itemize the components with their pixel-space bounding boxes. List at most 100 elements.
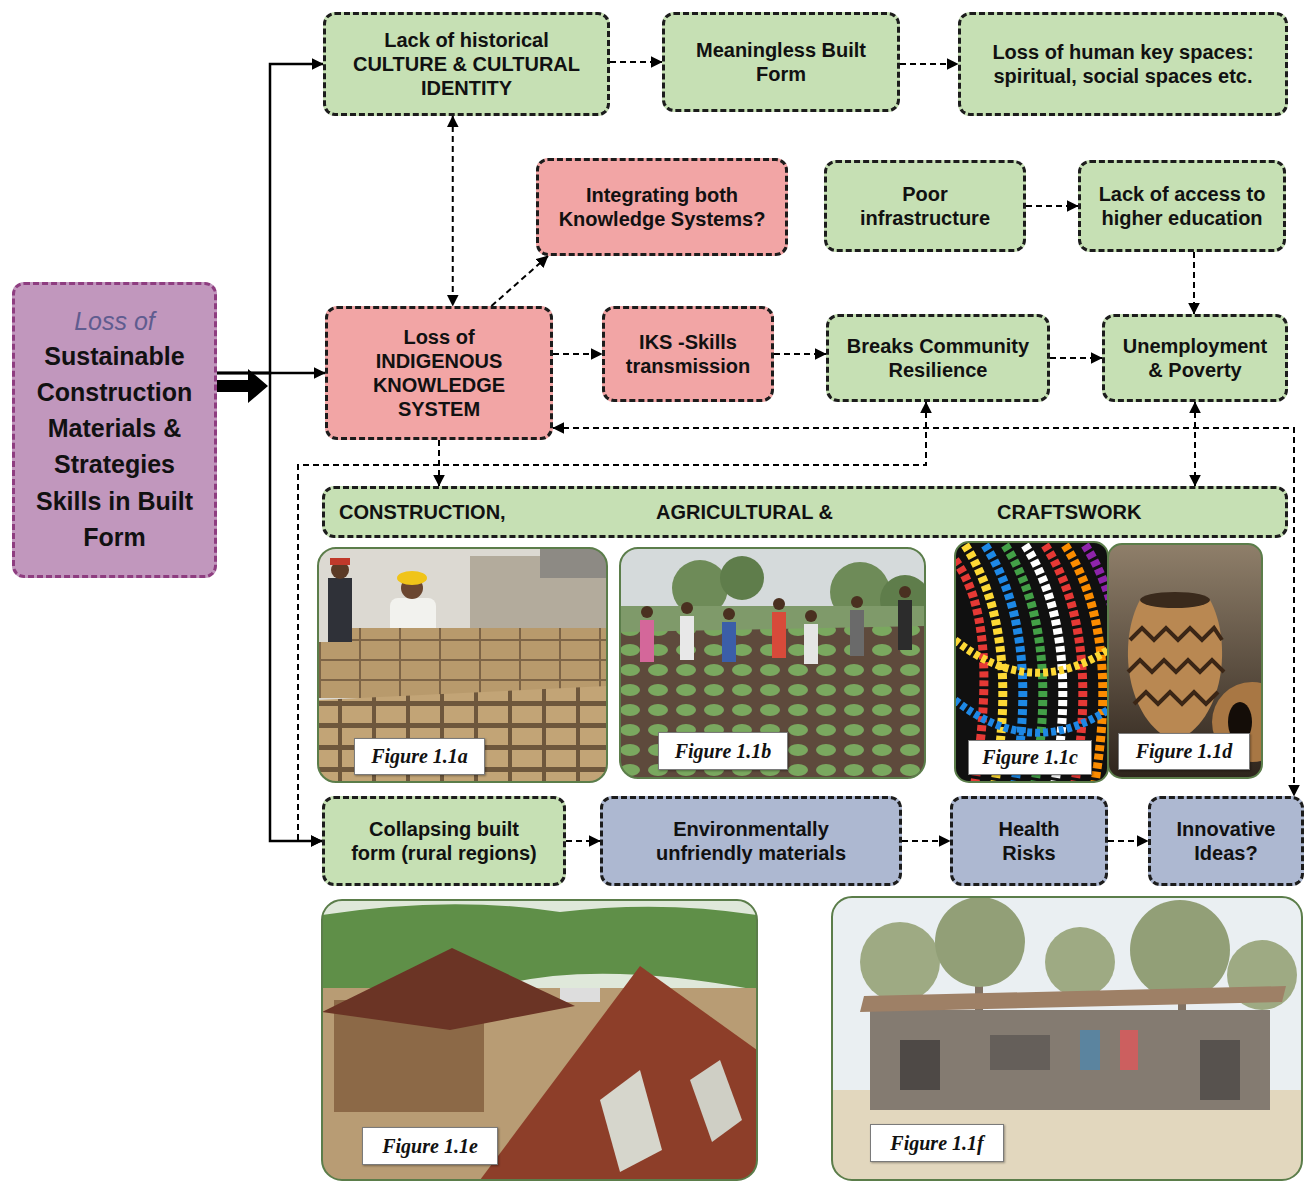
connector-arrow: [553, 428, 1294, 796]
field-photo-part: [641, 606, 653, 618]
node-label: AGRICULTURAL &: [656, 500, 833, 524]
node-label: IKS -Skills transmission: [619, 330, 757, 378]
mud-brick-photo-part: [540, 548, 607, 578]
effect-box: Lack of historical CULTURE & CULTURAL ID…: [323, 12, 610, 116]
rondavel-photo-part: [322, 948, 575, 1030]
photo-frame: [955, 542, 1108, 782]
figure-label: Figure 1.1b: [658, 732, 788, 770]
field-photo-part: [899, 586, 911, 598]
mud-brick-photo-part: [330, 558, 350, 565]
node-label: Sustainable Construction Materials & Str…: [29, 338, 200, 556]
effect-box: Collapsing built form (rural regions): [322, 796, 566, 886]
effect-box: Breaks Community Resilience: [826, 314, 1050, 402]
effect-box: Poor infrastructure: [824, 160, 1026, 252]
connector-arrow: [610, 61, 662, 63]
photo-frame: [1108, 544, 1262, 778]
node-label: Poor infrastructure: [841, 182, 1009, 230]
connector-arrow: [553, 353, 602, 355]
effect-box: Meaningless Built Form: [662, 12, 900, 112]
field-photo-part: [640, 620, 654, 662]
photo-frame: [832, 897, 1302, 1180]
mud-brick-photo-part: [352, 628, 607, 698]
beadwork-photo-part: [955, 640, 1108, 673]
node-label: Loss of INDIGENOUS KNOWLEDGE SYSTEM: [346, 325, 532, 421]
mud-brick-photo-part: [318, 548, 607, 782]
node-label: Lack of historical CULTURE & CULTURAL ID…: [340, 28, 593, 100]
connector-arrow: [902, 840, 950, 842]
node-label: Integrating both Knowledge Systems?: [553, 183, 771, 231]
rondavel-photo-part: [322, 900, 757, 1180]
figure-label: Figure 1.1c: [968, 740, 1092, 775]
effect-box: Unemployment & Poverty: [1102, 314, 1288, 402]
basket-photo-part: [1128, 660, 1224, 672]
node-label: Unemployment & Poverty: [1119, 334, 1271, 382]
node-label: CONSTRUCTION,: [339, 500, 506, 524]
node-label: Environmentally unfriendly materials: [633, 817, 869, 865]
field-photo-part: [772, 612, 786, 658]
connector-arrow: [217, 373, 322, 841]
effect-box: Lack of access to higher education: [1078, 160, 1286, 252]
rondavel-photo-part: [690, 1060, 742, 1142]
beadwork-photo-part: [1025, 545, 1063, 782]
figure-label: Figure 1.1d: [1118, 733, 1250, 770]
connector-arrow: [438, 440, 440, 486]
rondavel-photo-part: [480, 966, 757, 1180]
question-box: Innovative Ideas?: [1148, 796, 1304, 886]
field-photo-part: [680, 616, 694, 660]
connector-arrow: [1194, 402, 1196, 486]
field-photo-part: [620, 548, 925, 778]
effect-box: Loss of human key spaces: spiritual, soc…: [958, 12, 1288, 116]
connector-arrow: [566, 840, 600, 842]
rondavel-photo-part: [560, 988, 600, 1002]
connector-arrow: [900, 63, 958, 65]
category-band: CONSTRUCTION, AGRICULTURAL & CRAFTSWORK: [322, 486, 1288, 538]
core-issue-box: Loss of INDIGENOUS KNOWLEDGE SYSTEM: [325, 306, 553, 440]
figure-label: Figure 1.1f: [870, 1124, 1004, 1162]
basket-photo-part: [1130, 628, 1222, 640]
basket-photo-part: [1134, 692, 1218, 704]
field-photo: [620, 548, 925, 778]
connector-arrow: [217, 64, 323, 373]
figure-label: Figure 1.1a: [354, 738, 485, 775]
field-photo-part: [773, 598, 785, 610]
field-photo-part: [720, 556, 764, 600]
beadwork-photo: [955, 542, 1108, 782]
shack-photo-part: [832, 897, 1302, 1180]
photo-frame: [322, 900, 757, 1180]
field-photo-part: [681, 602, 693, 614]
node-label: Loss of human key spaces: spiritual, soc…: [975, 40, 1271, 88]
basket-photo-part: [1140, 592, 1210, 608]
connector-arrow: [1193, 252, 1195, 314]
field-photo-part: [851, 596, 863, 608]
beadwork-photo-part: [1085, 545, 1108, 782]
mud-brick-photo-part: [397, 571, 427, 585]
field-photo-part: [898, 600, 912, 650]
node-label: Innovative Ideas?: [1165, 817, 1287, 865]
field-photo-part: [850, 610, 864, 656]
node-label: Lack of access to higher education: [1095, 182, 1269, 230]
node-label: Breaks Community Resilience: [843, 334, 1033, 382]
node-label: CRAFTSWORK: [997, 500, 1141, 524]
basket-photo-part: [1212, 682, 1262, 762]
photo-frame: [620, 548, 925, 778]
mud-brick-photo-part: [318, 642, 352, 698]
field-photo-part: [805, 610, 817, 622]
beadwork-photo-part: [1005, 545, 1043, 782]
node-label: Collapsing built form (rural regions): [349, 817, 539, 865]
beadwork-photo-part: [955, 542, 1108, 782]
basket-photo-part: [1228, 702, 1252, 742]
consequence-box: Environmentally unfriendly materials: [600, 796, 902, 886]
basket-photo: [1108, 544, 1262, 778]
field-photo-part: [804, 624, 818, 664]
connector-arrow: [452, 116, 454, 306]
connector-arrow: [774, 353, 826, 355]
consequence-box: Health Risks: [950, 796, 1108, 886]
shack-photo-part: [832, 897, 1302, 1180]
connector-arrow: [298, 402, 926, 841]
connector-arrow: [1026, 205, 1078, 207]
field-photo-part: [723, 608, 735, 620]
shack-photo: [832, 897, 1302, 1180]
